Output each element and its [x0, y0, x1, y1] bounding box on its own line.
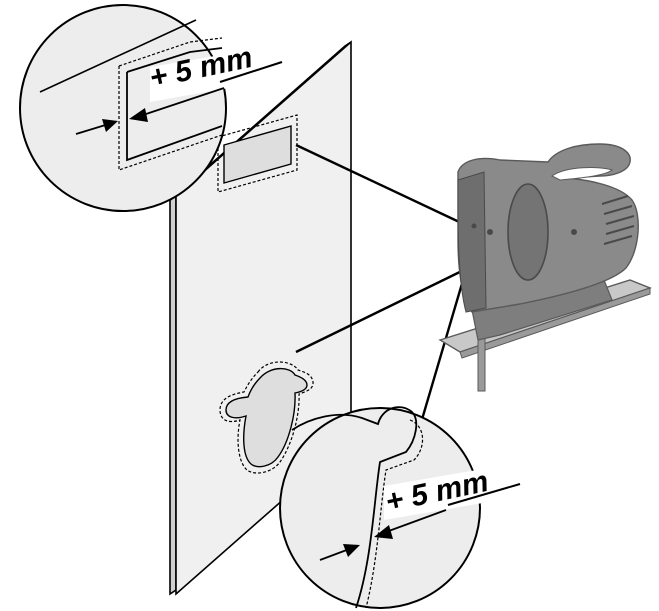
magnifier-icon	[19, 4, 227, 212]
arrow-icon	[385, 509, 447, 533]
keyhole-cutout	[219, 361, 314, 474]
arrow-icon	[139, 87, 225, 117]
jigsaw-icon	[438, 143, 653, 392]
rect-cutout	[217, 114, 298, 193]
magnifier-icon	[279, 406, 481, 609]
